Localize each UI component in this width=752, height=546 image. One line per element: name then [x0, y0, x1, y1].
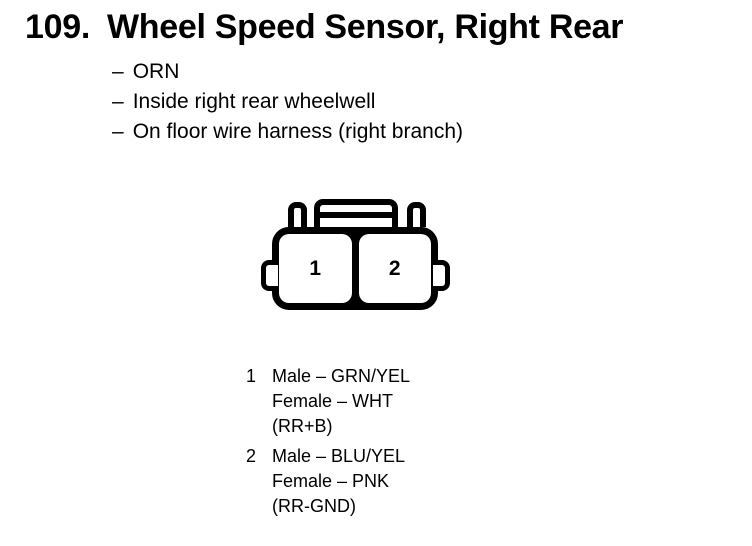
legend-female-wire: Female – PNK: [272, 471, 390, 491]
dash-bullet: –: [112, 60, 124, 83]
dash-bullet: –: [112, 120, 124, 143]
pin-number-1: 1: [309, 256, 322, 280]
pin-cavity-2: 2: [358, 234, 431, 303]
legend-item-pin2: 2 Male – BLU/YEL Female – PNK (RR-GND): [246, 444, 410, 519]
legend-signal: (RR-GND): [272, 496, 356, 516]
latch-rib: [320, 212, 392, 218]
legend-signal: (RR+B): [272, 416, 333, 436]
legend-male-wire: Male – GRN/YEL: [272, 366, 411, 386]
legend-female-wire: Female – WHT: [272, 391, 394, 411]
dash-bullet: –: [112, 90, 124, 113]
detail-text: Inside right rear wheelwell: [132, 90, 376, 113]
legend-pin-number: 1: [246, 366, 257, 386]
connector-body: 1 2: [272, 227, 438, 310]
pin-legend: 1 Male – GRN/YEL Female – WHT (RR+B) 2 M…: [246, 364, 410, 519]
connector-notch-right: [433, 260, 450, 291]
page-title: 109. Wheel Speed Sensor, Right Rear: [25, 5, 624, 49]
legend-lines: Male – BLU/YEL Female – PNK (RR-GND): [272, 444, 405, 519]
detail-item-location: – Inside right rear wheelwell: [112, 87, 463, 117]
detail-list: – ORN – Inside right rear wheelwell – On…: [112, 57, 463, 147]
pin-cavity-1: 1: [279, 234, 352, 303]
detail-text: ORN: [132, 60, 180, 83]
connector-ear-right: [407, 202, 426, 227]
pin-number-2: 2: [388, 256, 401, 280]
detail-item-harness: – On floor wire harness (right branch): [112, 117, 463, 147]
detail-item-color: – ORN: [112, 57, 463, 87]
connector-notch-left: [261, 260, 278, 291]
connector-ear-left: [288, 202, 307, 227]
detail-text: On floor wire harness (right branch): [132, 120, 463, 143]
legend-lines: Male – GRN/YEL Female – WHT (RR+B): [272, 364, 410, 439]
item-number: 109.: [25, 8, 90, 46]
legend-pin-number: 2: [246, 446, 257, 466]
legend-item-pin1: 1 Male – GRN/YEL Female – WHT (RR+B): [246, 364, 410, 439]
connector-latch: [314, 199, 398, 227]
legend-male-wire: Male – BLU/YEL: [272, 446, 406, 466]
item-title: Wheel Speed Sensor, Right Rear: [106, 8, 624, 46]
